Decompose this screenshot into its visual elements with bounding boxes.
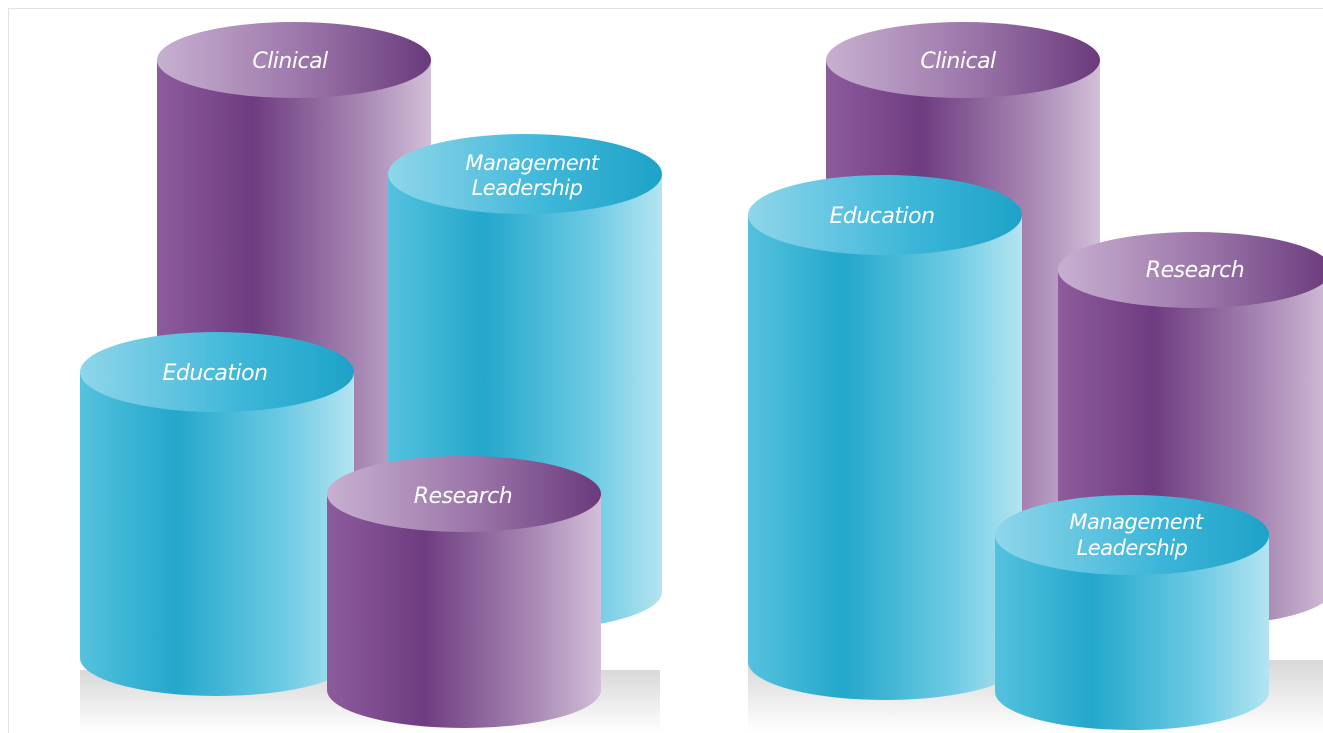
frame-border-top: [8, 8, 1323, 9]
label-management-right-line2: Leadership: [1077, 536, 1188, 560]
label-education-right: Education: [829, 204, 934, 229]
label-education-left: Education: [162, 361, 267, 386]
label-research-left: Research: [414, 484, 512, 509]
label-management-right-line1: Management: [1069, 510, 1204, 534]
frame-border-left: [8, 8, 9, 733]
label-clinical-right: Clinical: [920, 49, 996, 74]
cylinder-research-left: [327, 456, 601, 728]
label-clinical-left: Clinical: [252, 49, 328, 74]
cylinder-education-right: [748, 175, 1022, 700]
label-research-right: Research: [1146, 258, 1244, 283]
cylinder-management-right: [995, 495, 1269, 730]
cylinder-education-left: [80, 332, 354, 696]
label-management-left-line2: Leadership: [472, 176, 583, 200]
label-management-left-line1: Management: [465, 151, 600, 175]
